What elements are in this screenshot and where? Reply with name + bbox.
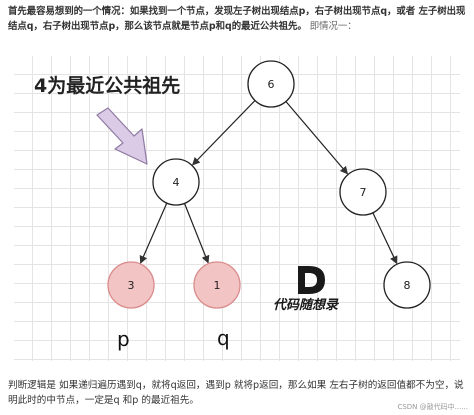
- edge-n7-n8: [372, 212, 398, 265]
- node-circle-4: [152, 158, 200, 206]
- label-p: p: [117, 327, 130, 351]
- node-label-7: 7: [360, 186, 367, 199]
- node-label-4: 4: [173, 176, 180, 189]
- watermark: CSDN @敲代码中......: [397, 403, 468, 411]
- tree-diagram-svg: 4为最近公共祖先 6 4 7 3 1 8 p q 代码随想录: [34, 60, 431, 351]
- tree-node-3: 3: [107, 261, 155, 309]
- tree-node-7: 7: [339, 168, 387, 216]
- node-label-3: 3: [128, 279, 135, 292]
- tree-node-8: 8: [383, 261, 431, 309]
- node-label-1: 1: [214, 279, 221, 292]
- annotation-arrow: [96, 107, 148, 165]
- logo-text: 代码随想录: [273, 297, 340, 313]
- node-circle-1: [193, 261, 241, 309]
- edge-n6-n7: [285, 101, 349, 175]
- tree-node-4: 4: [152, 158, 200, 206]
- edge-n6-n4: [192, 100, 256, 166]
- annotation-text: 4为最近公共祖先: [34, 74, 180, 97]
- logo-d-icon: [298, 266, 325, 294]
- footer-paragraph: 判断逻辑是 如果递归遍历遇到q，就将q返回，遇到p 就将p返回，那么如果 左右子…: [8, 380, 464, 406]
- node-circle-8: [383, 261, 431, 309]
- tree-diagram: 4为最近公共祖先 6 4 7 3 1 8 p q 代码随想录: [14, 56, 460, 361]
- node-circle-6: [247, 60, 295, 108]
- node-circle-7: [339, 168, 387, 216]
- node-label-8: 8: [404, 279, 411, 292]
- logo: 代码随想录: [273, 266, 340, 313]
- tree-node-6: 6: [247, 60, 295, 108]
- intro-paragraph: 首先最容易想到的一个情况：如果找到一个节点，发现左子树出现结点p，右子树出现节点…: [8, 4, 468, 34]
- label-q: q: [217, 326, 230, 350]
- tree-node-1: 1: [193, 261, 241, 309]
- intro-plain-text: 即情况一：: [309, 21, 357, 32]
- intro-bold-text: 首先最容易想到的一个情况：如果找到一个节点，发现左子树出现结点p，右子树出现节点…: [8, 6, 466, 32]
- node-label-6: 6: [268, 78, 275, 91]
- node-circle-3: [107, 261, 155, 309]
- edge-n4-n1: [183, 203, 210, 264]
- edge-n4-n3: [139, 202, 168, 264]
